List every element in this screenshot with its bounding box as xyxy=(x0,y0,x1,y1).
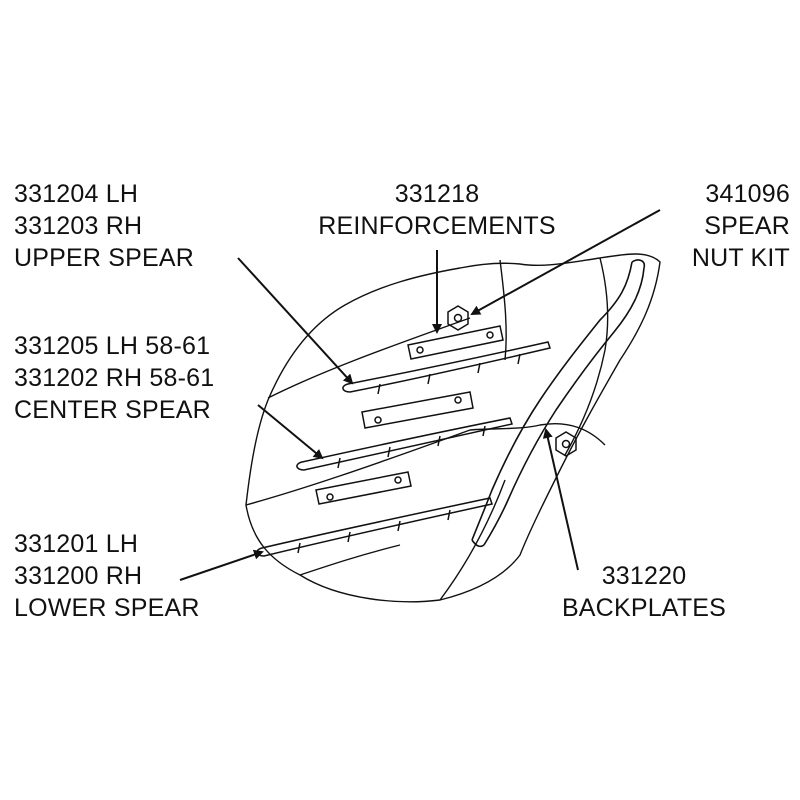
backplates-name: BACKPLATES xyxy=(561,594,727,622)
reinforcement-lower xyxy=(315,471,412,505)
spear-nut xyxy=(447,305,469,331)
center-spear-lh: 331205 LH 58-61 xyxy=(14,332,211,360)
leader-backplates xyxy=(542,428,579,571)
reinforcement-middle xyxy=(361,391,474,429)
reinforcements-number: 331218 xyxy=(394,180,480,208)
leader-spear-nut-kit xyxy=(470,209,661,315)
backplate-nut xyxy=(555,431,577,457)
label-center-spear: 331205 LH 58-61 331202 RH 58-61 CENTER S… xyxy=(14,330,214,426)
label-reinforcements: 331218 REINFORCEMENTS xyxy=(296,178,578,242)
lower-spear-rh: 331200 RH xyxy=(14,562,143,590)
center-spear-name: CENTER SPEAR xyxy=(14,396,211,424)
upper-spear xyxy=(342,341,551,395)
body-panel xyxy=(245,253,661,603)
center-spear xyxy=(296,417,513,471)
leader-lines xyxy=(179,209,661,581)
lower-spear xyxy=(256,497,493,557)
spear-nut-kit-line3: NUT KIT xyxy=(691,244,790,272)
label-lower-spear: 331201 LH 331200 RH LOWER SPEAR xyxy=(14,528,200,624)
lower-spear-lh: 331201 LH xyxy=(14,530,139,558)
label-backplates: 331220 BACKPLATES xyxy=(546,560,742,624)
spear-nut-kit-line2: SPEAR xyxy=(704,212,790,240)
backplates-number: 331220 xyxy=(601,562,687,590)
center-spear-rh: 331202 RH 58-61 xyxy=(14,364,215,392)
label-upper-spear: 331204 LH 331203 RH UPPER SPEAR xyxy=(14,178,194,274)
upper-spear-name: UPPER SPEAR xyxy=(14,244,195,272)
leader-lower-spear xyxy=(179,549,264,581)
spear-nut-kit-number: 341096 xyxy=(705,180,790,208)
reinforcements-name: REINFORCEMENTS xyxy=(318,212,556,240)
leader-center-spear xyxy=(257,404,324,460)
leader-upper-spear xyxy=(237,257,354,385)
reinforcement-upper xyxy=(407,325,504,360)
backplate-trim xyxy=(471,259,646,548)
label-spear-nut-kit: 341096 SPEAR NUT KIT xyxy=(640,178,790,274)
lower-spear-name: LOWER SPEAR xyxy=(14,594,200,622)
upper-spear-lh: 331204 LH xyxy=(14,180,139,208)
upper-spear-rh: 331203 RH xyxy=(14,212,143,240)
